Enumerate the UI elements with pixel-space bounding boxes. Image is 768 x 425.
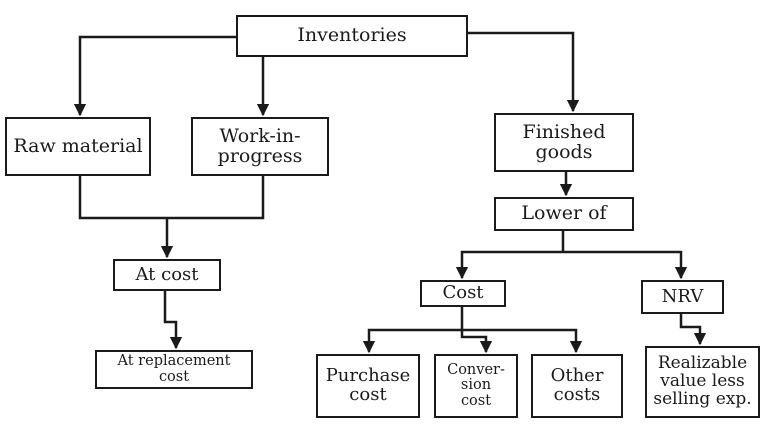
arrow-cost-to-other: [462, 328, 583, 354]
inventories-node: Inventories: [236, 15, 468, 57]
nrv-label: NRV: [661, 285, 704, 307]
lower-of-label: Lower of: [521, 202, 607, 225]
arrow-nrv-to-realizable: [679, 314, 707, 346]
at-replacement-cost-label: At replacement cost: [117, 353, 231, 385]
inventories-label: Inventories: [297, 24, 407, 47]
arrow-cost-to-purchase: [362, 328, 462, 354]
arrow-at-cost-to-replacement: [163, 291, 183, 350]
other-costs-node: Other costs: [531, 354, 623, 418]
wip-node: Work-in- progress: [191, 117, 329, 176]
conversion-cost-label: Conver- sion cost: [447, 362, 505, 409]
conversion-cost-node: Conver- sion cost: [434, 354, 518, 418]
cost-label: Cost: [442, 282, 484, 304]
finished-goods-label: Finished goods: [522, 120, 606, 163]
raw-material-node: Raw material: [5, 117, 151, 176]
realizable-value-label: Realizable value less selling exp.: [653, 353, 752, 409]
lower-of-node: Lower of: [494, 197, 634, 231]
arrow-inventories-to-finished-goods: [467, 31, 580, 113]
finished-goods-node: Finished goods: [494, 113, 634, 172]
nrv-node: NRV: [641, 280, 724, 314]
arrow-inventories-to-raw-material: [73, 35, 236, 117]
arrow-lower-of-to-nrv: [563, 250, 688, 280]
realizable-value-node: Realizable value less selling exp.: [645, 346, 760, 418]
purchase-cost-node: Purchase cost: [316, 354, 420, 418]
arrow-lower-of-to-cost: [455, 250, 563, 280]
at-cost-node: At cost: [113, 259, 221, 291]
line-raw-material-down: [78, 176, 265, 220]
raw-material-label: Raw material: [13, 134, 143, 157]
arrow-cost-to-conversion: [460, 330, 493, 354]
cost-node: Cost: [420, 280, 506, 307]
wip-label: Work-in- progress: [217, 124, 303, 167]
at-cost-label: At cost: [135, 263, 199, 285]
at-replacement-cost-node: At replacement cost: [95, 350, 253, 389]
purchase-cost-label: Purchase cost: [325, 365, 411, 405]
other-costs-label: Other costs: [550, 365, 604, 405]
